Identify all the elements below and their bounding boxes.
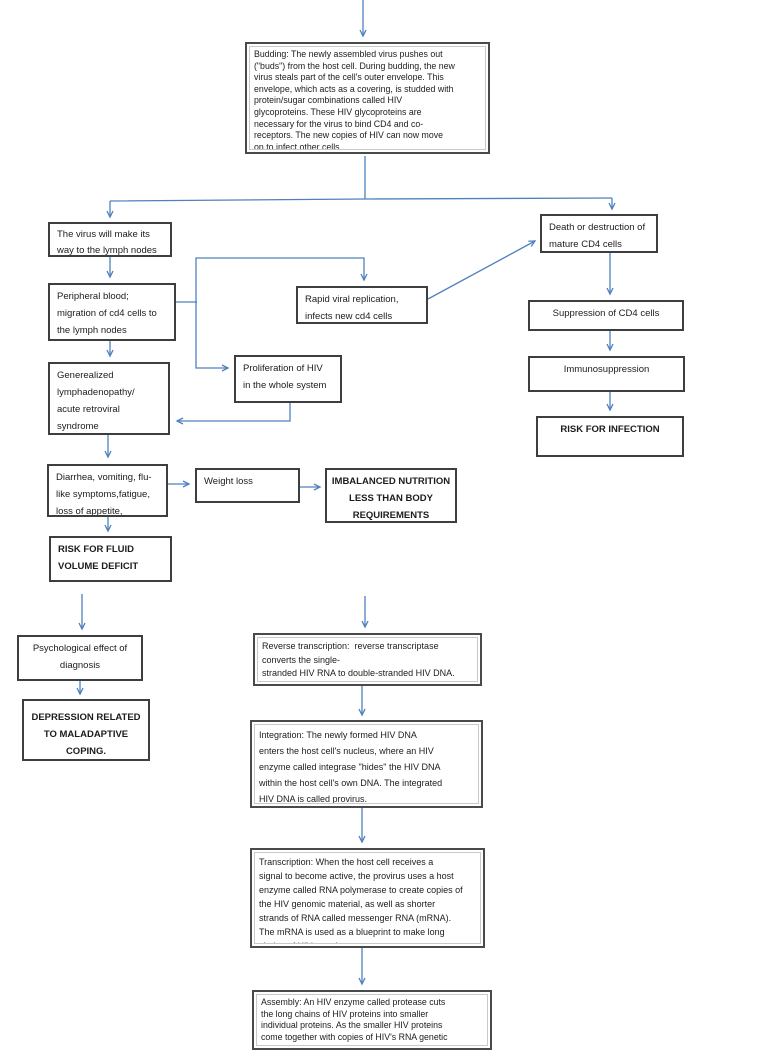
arrow-proliferation-to-generalized [177, 403, 291, 421]
node-proliferation-of-hiv: Proliferation of HIV in the whole system [234, 355, 342, 403]
line-branch-horizontal [109, 197, 613, 202]
node-reverse-transcription-text: Reverse transcription: reverse transcrip… [257, 637, 478, 682]
node-generalized-lymphadenopathy-text: Generealized lymphadenopathy/ acute retr… [57, 370, 135, 432]
node-risk-for-fluid-volume-deficit-text: RISK FOR FLUID VOLUME DEFICIT [58, 544, 139, 572]
node-transcription: Transcription: When the host cell receiv… [250, 848, 485, 948]
node-psychological-effect-text: Psychological effect of diagnosis [32, 643, 128, 671]
arrow-rapid-to-death [427, 241, 535, 300]
node-psychological-effect: Psychological effect of diagnosis [17, 635, 143, 681]
node-immunosuppression-text: Immunosuppression [563, 364, 650, 375]
node-proliferation-of-hiv-text: Proliferation of HIV in the whole system [243, 363, 327, 391]
node-rapid-viral-replication-text: Rapid viral replication, infects new cd4… [305, 294, 399, 322]
node-depression-text: DEPRESSION RELATED TO MALADAPTIVE COPING… [31, 712, 141, 757]
node-transcription-text: Transcription: When the host cell receiv… [254, 852, 481, 944]
node-assembly: Assembly: An HIV enzyme called protease … [252, 990, 492, 1050]
node-suppression-of-cd4: Suppression of CD4 cells [528, 300, 684, 331]
node-suppression-of-cd4-text: Suppression of CD4 cells [552, 308, 660, 319]
node-risk-for-fluid-volume-deficit: RISK FOR FLUID VOLUME DEFICIT [49, 536, 172, 582]
node-weight-loss: Weight loss [195, 468, 300, 503]
connector-lines [0, 0, 768, 1024]
node-virus-to-lymph-nodes: The virus will make its way to the lymph… [48, 222, 172, 257]
node-death-of-cd4-cells-text: Death or destruction of mature CD4 cells [549, 222, 646, 250]
node-risk-for-infection: RISK FOR INFECTION [536, 416, 684, 457]
node-imbalanced-nutrition-text: IMBALANCED NUTRITION LESS THAN BODY REQU… [331, 476, 451, 521]
arrow-peripheral-to-rapid [195, 257, 364, 302]
node-weight-loss-text: Weight loss [204, 476, 253, 487]
node-depression: DEPRESSION RELATED TO MALADAPTIVE COPING… [22, 699, 150, 761]
node-peripheral-blood-text: Peripheral blood; migration of cd4 cells… [57, 291, 157, 336]
node-integration: Integration: The newly formed HIV DNA en… [250, 720, 483, 808]
node-generalized-lymphadenopathy: Generealized lymphadenopathy/ acute retr… [48, 362, 170, 435]
node-budding: Budding: The newly assembled virus pushe… [245, 42, 490, 154]
arrow-peripheral-to-proliferation [195, 302, 228, 368]
node-peripheral-blood: Peripheral blood; migration of cd4 cells… [48, 283, 176, 341]
node-assembly-text: Assembly: An HIV enzyme called protease … [256, 994, 488, 1046]
node-budding-text: Budding: The newly assembled virus pushe… [249, 46, 486, 150]
node-death-of-cd4-cells: Death or destruction of mature CD4 cells [540, 214, 658, 253]
node-risk-for-infection-text: RISK FOR INFECTION [560, 424, 660, 435]
node-rapid-viral-replication: Rapid viral replication, infects new cd4… [296, 286, 428, 324]
node-integration-text: Integration: The newly formed HIV DNA en… [254, 724, 479, 804]
node-virus-to-lymph-nodes-text: The virus will make its way to the lymph… [57, 229, 157, 255]
node-symptoms-text: Diarrhea, vomiting, flu- like symptoms,f… [56, 472, 152, 515]
node-reverse-transcription: Reverse transcription: reverse transcrip… [253, 633, 482, 686]
node-immunosuppression: Immunosuppression [528, 356, 685, 392]
node-symptoms: Diarrhea, vomiting, flu- like symptoms,f… [47, 464, 168, 517]
node-imbalanced-nutrition: IMBALANCED NUTRITION LESS THAN BODY REQU… [325, 468, 457, 523]
